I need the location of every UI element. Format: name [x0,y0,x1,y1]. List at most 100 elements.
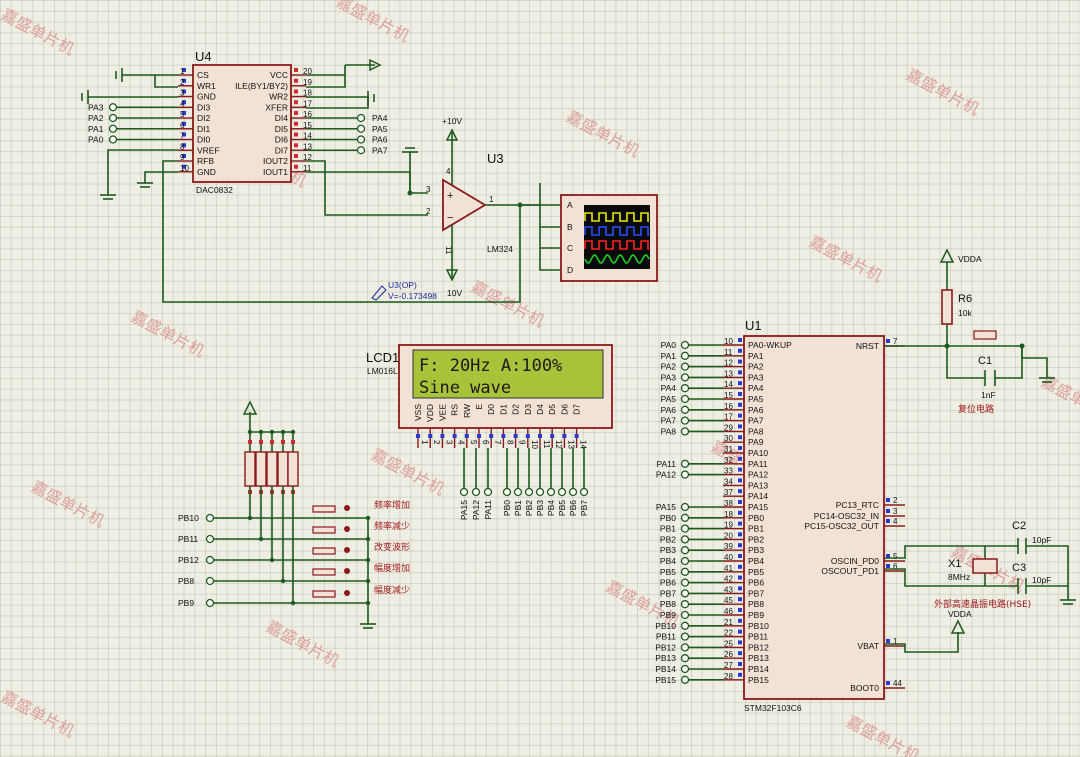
u1-pin-num: 6 [893,562,898,571]
u1-net-label: PB11 [656,632,676,642]
u1-pin-name: PA9 [748,437,764,447]
net-terminal[interactable] [568,487,578,497]
net-terminal[interactable] [680,643,690,652]
net-terminal[interactable] [680,567,690,576]
pin-marker [440,434,445,438]
net-terminal[interactable] [356,113,366,123]
push-button[interactable] [312,526,336,534]
net-terminal[interactable] [680,416,690,425]
net-terminal[interactable] [513,487,523,497]
net-terminal[interactable] [108,124,118,133]
u1-pin-name: PA2 [748,362,764,372]
voltage-probe[interactable]: U3(OP) V=-0.173498 [371,280,437,301]
pullup-resistor[interactable] [277,451,289,487]
net-terminal[interactable] [680,405,690,414]
net-terminal[interactable] [356,124,366,133]
net-terminal[interactable] [205,576,215,586]
pin-marker [886,639,890,643]
reset-button[interactable] [973,330,997,340]
pullup-resistor[interactable] [255,451,267,487]
osc-label: 外部高速晶振电路(HSE) [934,598,1031,610]
net-terminal[interactable] [680,600,690,609]
net-terminal[interactable] [680,621,690,630]
push-button[interactable] [312,505,336,513]
net-terminal[interactable] [205,513,215,523]
lcd-lm016l[interactable]: LCD1 LM016L F: 20Hz A:100% Sine wave VSS… [366,344,613,520]
u4-pin-name: DI1 [197,124,211,134]
net-terminal[interactable] [680,502,690,512]
u1-pin-name: PA3 [748,372,764,382]
net-terminal[interactable] [459,487,469,497]
push-button[interactable] [312,547,336,555]
net-terminal[interactable] [546,487,556,497]
pullup-resistor[interactable] [287,451,299,487]
push-button[interactable] [312,590,336,598]
net-terminal[interactable] [680,589,690,598]
pin-marker [281,440,285,444]
net-terminal[interactable] [502,487,512,497]
net-terminal[interactable] [205,555,215,565]
net-terminal[interactable] [680,373,690,382]
net-terminal[interactable] [108,103,118,112]
pin-marker [738,575,742,580]
net-terminal[interactable] [535,487,545,497]
hse-oscillator[interactable]: X1 8MHz C2 10pF C3 10pF 外部高速晶振电路(HSE) [884,520,1076,610]
pin-marker [738,597,742,602]
net-terminal[interactable] [680,556,690,566]
u1-pin-name: PB1 [748,524,764,534]
net-terminal[interactable] [680,427,690,436]
net-terminal[interactable] [680,675,690,684]
u4-ref: U4 [195,49,212,64]
net-terminal[interactable] [680,362,690,371]
net-terminal[interactable] [680,351,690,360]
net-terminal[interactable] [680,578,690,587]
net-terminal[interactable] [680,459,690,468]
net-terminal[interactable] [680,664,690,674]
pullup-resistor[interactable] [244,451,256,487]
net-terminal[interactable] [205,534,215,544]
push-button[interactable] [312,568,336,576]
lcd-line-1: F: 20Hz A:100% [419,356,562,376]
net-terminal[interactable] [471,487,481,497]
net-terminal[interactable] [108,113,118,123]
junction [290,600,296,606]
net-terminal[interactable] [356,146,366,155]
u4-body[interactable] [192,64,292,183]
net-terminal[interactable] [680,632,690,641]
net-terminal[interactable] [680,470,690,479]
net-terminal[interactable] [524,487,534,497]
net-terminal[interactable] [557,487,567,497]
u4-pin-name: WR2 [269,92,288,102]
net-terminal[interactable] [680,546,690,555]
x1-crystal[interactable] [972,558,998,574]
pin-marker [182,89,186,94]
opamp-symbol[interactable] [442,178,487,232]
net-terminal[interactable] [680,535,690,544]
net-terminal[interactable] [108,135,118,144]
net-terminal[interactable] [205,598,215,608]
net-terminal[interactable] [680,384,690,393]
reset-circuit[interactable]: VDDA R6 10k C1 1nF 复位电路 [884,248,1055,415]
net-terminal[interactable] [680,610,690,620]
net-terminal[interactable] [356,135,366,144]
u1-pin-name: VBAT [857,641,879,651]
net-terminal[interactable] [680,394,690,404]
net-terminal[interactable] [483,487,493,497]
u1-net-label: PB2 [660,534,676,544]
opamp-u3[interactable]: U3 + − LM324 +10V 10V 3 2 4 11 1 U3(OP) … [371,116,560,301]
r6-resistor[interactable] [941,289,953,325]
net-terminal[interactable] [680,524,690,533]
net-terminal[interactable] [680,654,690,663]
net-terminal[interactable] [680,513,690,522]
pullup-resistor[interactable] [266,451,278,487]
u1-net-label: PA5 [661,394,677,404]
u1-pin-num: 30 [724,434,733,443]
net-terminal[interactable] [680,340,690,350]
pin-marker [574,434,579,438]
net-terminal[interactable] [579,487,589,497]
u1-body[interactable] [743,335,885,700]
